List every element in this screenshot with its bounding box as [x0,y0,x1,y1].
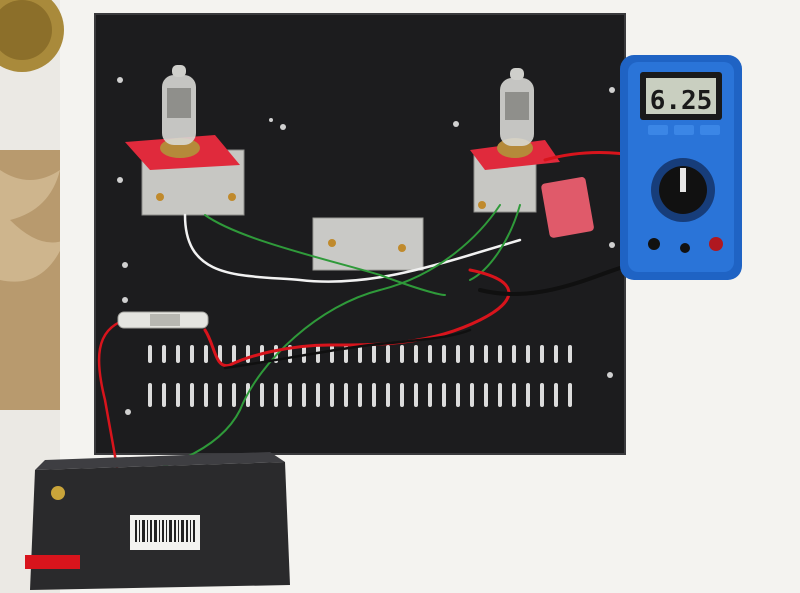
battery-icon [25,452,290,590]
backlight-button[interactable] [700,125,720,135]
multimeter-lcd [646,78,716,114]
multimeter-reading: 6.25 [650,86,713,116]
terminal-strip [312,217,424,271]
right-tube-assembly [470,68,560,213]
film-capacitor [541,177,594,238]
screw-holes [117,77,615,415]
ma-jack[interactable] [680,243,690,253]
vent-slots-bottom [148,383,572,407]
barcode-icon [130,515,200,550]
dial-pointer [680,168,686,192]
vomega-jack[interactable] [709,237,723,251]
multimeter-icon: 6.25 [620,55,742,280]
com-jack[interactable] [648,238,660,250]
fuse-holder-icon [117,311,209,329]
fabric-pattern [0,170,65,282]
hold-button[interactable] [648,125,668,135]
left-tube-assembly [125,65,245,216]
range-button[interactable] [674,125,694,135]
brass-object-rim [0,0,52,60]
